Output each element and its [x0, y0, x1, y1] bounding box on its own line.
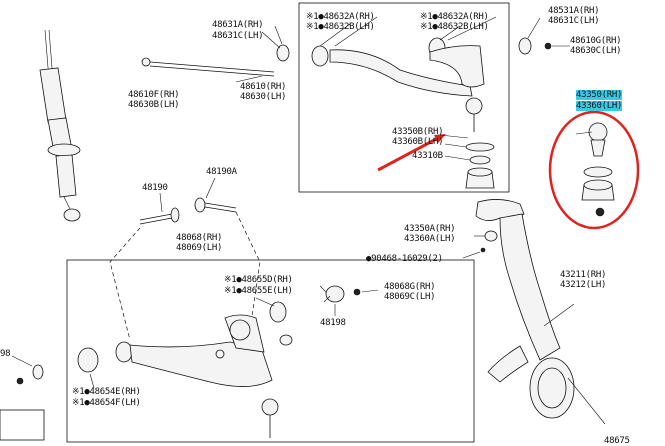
- lower-ball-joint: [462, 230, 498, 259]
- lower-arm-frame: [66, 259, 475, 443]
- label-48655e: ※1●48655E(LH): [224, 286, 293, 296]
- label-43212: 43212(LH): [560, 280, 607, 290]
- label-48630c: 48630C(LH): [570, 46, 622, 56]
- label-48198: 48198: [320, 318, 346, 328]
- label-48632b: ※1●48632B(LH): [306, 22, 375, 32]
- shock-absorber: [39, 29, 81, 222]
- label-48654f: ※1●48654F(LH): [72, 398, 141, 408]
- label-48630: 48630(LH): [240, 92, 287, 102]
- label-43350-highlighted: 43350(RH): [576, 90, 623, 100]
- leader-lines: [274, 16, 593, 303]
- upper-right-bushings: [518, 17, 570, 55]
- guide-line-left: [109, 227, 141, 341]
- label-bottom-right: 48675: [604, 436, 630, 446]
- label-48069c: 48069C(LH): [384, 292, 436, 302]
- label-48068g: 48068G(RH): [384, 282, 436, 292]
- label-48068: 48068(RH): [176, 233, 223, 243]
- stabilizer-clamp: [325, 285, 379, 316]
- steering-knuckle: [475, 199, 606, 425]
- label-48190: 48190: [142, 183, 168, 193]
- camber-bolts: [139, 177, 237, 225]
- lower-control-arm: [77, 297, 293, 438]
- label-48632a-right: ※1●48632A(RH): [420, 12, 489, 22]
- label-98: 98: [0, 349, 11, 359]
- highlighted-ball-joint: [548, 110, 640, 230]
- label-43360b: 43360B(LH): [392, 137, 444, 147]
- label-48531a: 48531A(RH): [548, 6, 600, 16]
- guide-line-right: [235, 211, 261, 331]
- upper-arm-frame: [298, 2, 510, 193]
- label-43310b: 43310B: [412, 151, 443, 161]
- lower-left-parts: [0, 355, 45, 441]
- label-48632b-right: ※1●48632B(LH): [420, 22, 489, 32]
- label-43360a: 43360A(LH): [404, 234, 456, 244]
- red-highlight-circle: [548, 110, 640, 230]
- label-43211: 43211(RH): [560, 270, 607, 280]
- label-48631c: 48631C(LH): [212, 31, 264, 41]
- red-pointer-arrow: [377, 134, 446, 172]
- label-43350a: 43350A(RH): [404, 224, 456, 234]
- label-48610: 48610(RH): [240, 82, 287, 92]
- label-48631c-right: 48631C(LH): [548, 16, 600, 26]
- label-48610g: 48610G(RH): [570, 36, 622, 46]
- label-48069: 48069(LH): [176, 243, 223, 253]
- label-48631a: 48631A(RH): [212, 20, 264, 30]
- label-43360-highlighted: 43360(LH): [576, 101, 623, 111]
- label-48655d: ※1●48655D(RH): [224, 275, 293, 285]
- label-48610f: 48610F(RH): [128, 90, 180, 100]
- label-90468: ●90468-16029(2): [366, 254, 443, 264]
- label-48190a: 48190A: [206, 167, 237, 177]
- label-48654e: ※1●48654E(RH): [72, 387, 141, 397]
- label-48632a: ※1●48632A(RH): [306, 12, 375, 22]
- label-48630b: 48630B(LH): [128, 100, 180, 110]
- upper-ball-joint-parts: [444, 142, 495, 189]
- label-43350b: 43350B(RH): [392, 127, 444, 137]
- stabilizer-rod: [141, 31, 290, 83]
- upper-control-arm: [311, 23, 485, 132]
